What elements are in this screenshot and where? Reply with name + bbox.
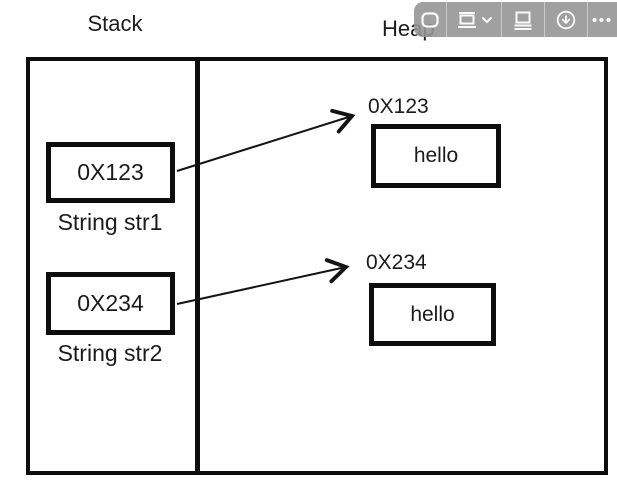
download-button[interactable]: [544, 2, 586, 37]
heap-box-1: hello: [371, 124, 501, 188]
image-overlay-toolbar: [414, 2, 617, 37]
stack-box-str2: 0X234: [46, 272, 175, 335]
heap-address-1: 0X123: [368, 95, 429, 118]
heap-address-2: 0X234: [366, 251, 427, 274]
chevron-down-icon: [480, 9, 494, 31]
layout-inline-icon: [454, 9, 480, 31]
heap-box-2: hello: [369, 283, 496, 346]
layout-options-button[interactable]: [446, 2, 501, 37]
memory-frame: [26, 57, 608, 475]
stack-box-str1-address: 0X123: [77, 159, 144, 185]
stack-title: Stack: [87, 11, 143, 36]
rounded-square-select-icon: [419, 9, 441, 31]
more-options-button[interactable]: [586, 2, 617, 37]
heap-box-1-value: hello: [413, 144, 459, 167]
select-subject-button[interactable]: [414, 2, 446, 37]
stack-var-label-str2: String str2: [57, 340, 163, 366]
download-icon: [555, 9, 577, 31]
stack-box-str2-address: 0X234: [77, 290, 144, 316]
stack-box-str1: 0X123: [46, 142, 175, 203]
stack-heap-divider: [195, 57, 200, 475]
stack-var-label-str1: String str1: [57, 209, 163, 235]
heap-box-2-value: hello: [410, 302, 455, 326]
ellipsis-icon: [590, 9, 614, 31]
layout-break-icon: [511, 9, 535, 31]
layout-break-button[interactable]: [501, 2, 544, 37]
